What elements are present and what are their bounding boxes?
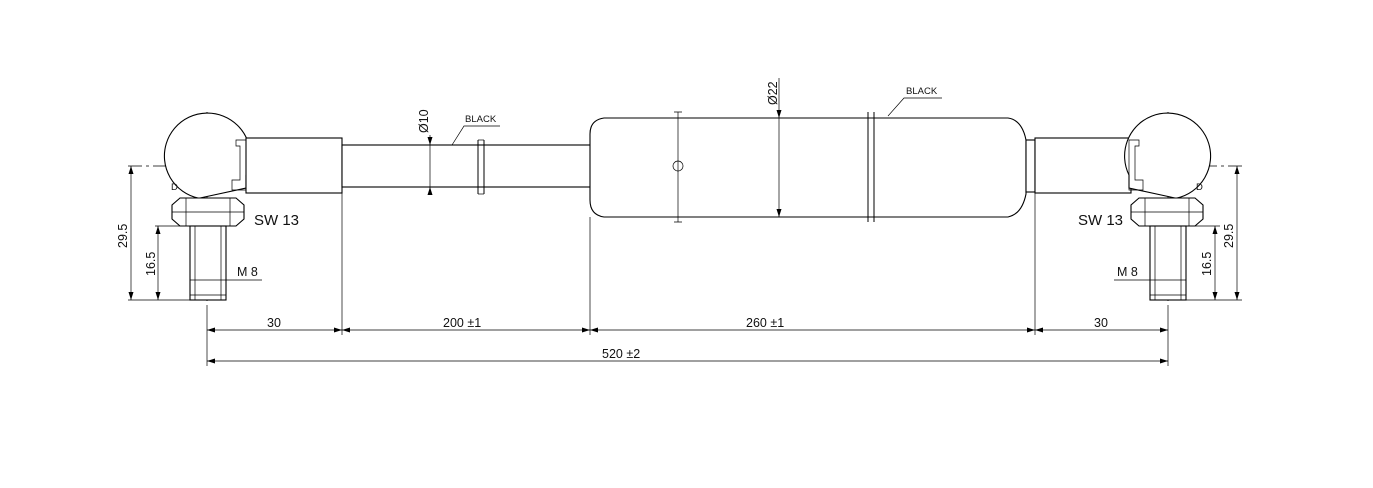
- cylinder-tube: [589, 111, 1036, 223]
- dim-end-left: 30: [267, 316, 281, 330]
- tube-color-leader: BLACK: [887, 86, 942, 117]
- dim-total: 520 ±2: [602, 347, 640, 361]
- left-end-sleeve: [245, 137, 343, 194]
- svg-text:16.5: 16.5: [144, 252, 158, 276]
- horizontal-extension-lines: [206, 193, 1169, 366]
- right-end-sleeve: [1034, 137, 1132, 194]
- right-ball-socket: D: [1124, 112, 1212, 301]
- right-end-mark: D: [1196, 182, 1203, 193]
- total-length-dimension-line: [207, 358, 1168, 364]
- svg-text:M 8: M 8: [1117, 265, 1138, 279]
- left-ball-socket: D: [163, 112, 251, 301]
- rod-diameter-callout: Ø10: [417, 109, 433, 195]
- right-thread-callout: M 8: [1114, 265, 1186, 281]
- piston-rod: [341, 139, 593, 195]
- tube-diameter-callout: Ø22: [766, 78, 782, 217]
- svg-text:16.5: 16.5: [1200, 252, 1214, 276]
- svg-text:BLACK: BLACK: [906, 86, 938, 97]
- svg-text:BLACK: BLACK: [465, 114, 497, 125]
- dim-end-right: 30: [1094, 316, 1108, 330]
- svg-text:29.5: 29.5: [116, 224, 130, 248]
- left-end-mark: D: [171, 182, 178, 193]
- dim-tube: 260 ±1: [746, 316, 784, 330]
- left-height-dimensions: 29.5 16.5: [116, 166, 190, 301]
- right-wrench-size-label: SW 13: [1078, 212, 1123, 229]
- svg-text:Ø10: Ø10: [417, 109, 431, 133]
- rod-color-leader: BLACK: [451, 114, 500, 146]
- svg-text:Ø22: Ø22: [766, 81, 780, 105]
- left-thread-callout: M 8: [190, 265, 262, 281]
- svg-text:29.5: 29.5: [1222, 224, 1236, 248]
- right-height-dimensions: 29.5 16.5: [1186, 166, 1242, 301]
- dim-rod: 200 ±1: [443, 316, 481, 330]
- svg-text:M 8: M 8: [237, 265, 258, 279]
- left-wrench-size-label: SW 13: [254, 212, 299, 229]
- segment-dimension-line: [207, 327, 1168, 333]
